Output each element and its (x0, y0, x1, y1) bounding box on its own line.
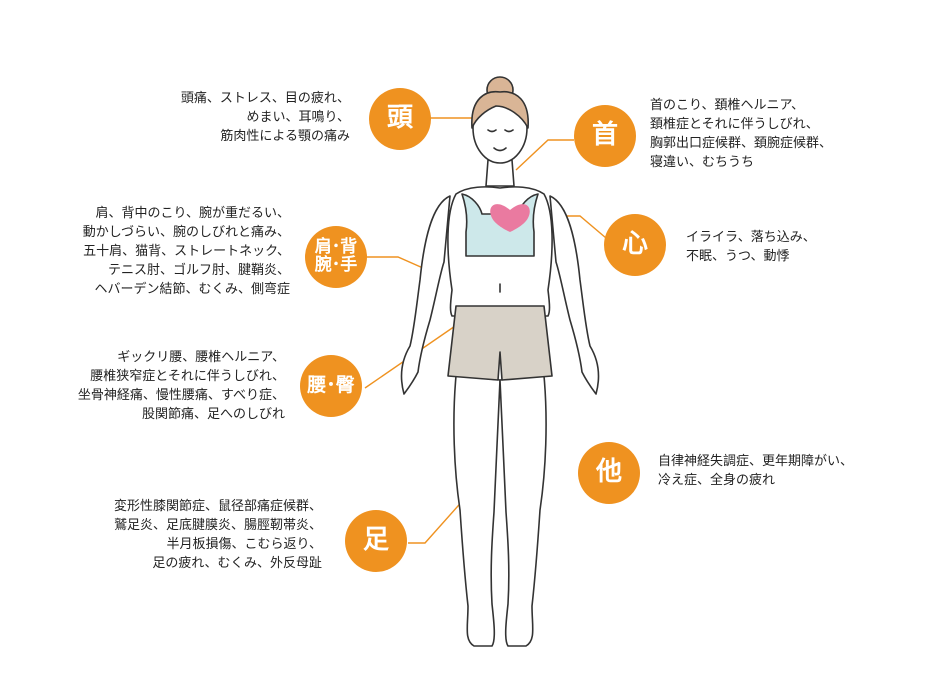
badge-shoulder-line1: 肩･背 (314, 237, 358, 258)
neck-shape (485, 159, 515, 187)
right-leg (499, 375, 547, 647)
badge-shoulder: 肩･背 腕･手 (305, 226, 367, 288)
other-symptom-line: 冷え症、全身の疲れ (658, 473, 776, 488)
badge-leg: 足 (345, 510, 407, 572)
connector-leg (408, 496, 467, 544)
connector-neck (515, 139, 574, 171)
shoulder-symptom-line: テニス肘、ゴルフ肘、腱鞘炎、 (107, 263, 290, 278)
leg-symptom-line: 変形性膝関節症、鼠径部痛症候群、 (113, 499, 322, 514)
head-symptom-line: めまい、耳鳴り、 (246, 110, 350, 125)
shoulder-symptom-line: 動かしづらい、腕のしびれと痛み、 (82, 225, 290, 240)
leg-symptoms: 変形性膝関節症、鼠径部痛症候群、 鷲足炎、足底腱膜炎、腸脛靭帯炎、 半月板損傷、… (114, 497, 322, 573)
badge-neck: 首 (574, 105, 636, 167)
heart-symptoms: イライラ、落ち込み、 不眠、うつ、動悸 (686, 228, 816, 266)
heart-symptom-line: イライラ、落ち込み、 (686, 230, 816, 245)
badge-other: 他 (578, 442, 640, 504)
neck-symptom-line: 寝違い、むちうち (650, 155, 755, 170)
heart-shape (490, 204, 530, 232)
left-arm (400, 195, 451, 395)
badge-waist: 腰･臀 (300, 355, 362, 417)
badge-shoulder-line2: 腕･手 (314, 255, 358, 275)
shoulder-symptom-line: 肩、背中のこり、腕が重だるい、 (95, 206, 290, 221)
shoulder-symptom-line: ヘバーデン結節、むくみ、側弯症 (94, 282, 290, 297)
figure-body (400, 76, 600, 647)
shoulder-symptom-line: 五十肩、猫背、ストレートネック、 (83, 244, 290, 259)
waist-symptom-line: 腰椎狭窄症とそれに伴うしびれ、 (90, 369, 285, 384)
neck-symptom-line: 首のこり、頚椎ヘルニア、 (650, 98, 805, 113)
shorts (447, 305, 553, 381)
waist-symptom-line: 坐骨神経痛、慢性腰痛、すべり症、 (77, 388, 285, 403)
neck-symptoms: 首のこり、頚椎ヘルニア、 頚椎症とそれに伴うしびれ、 胸郭出口症候群、頚腕症候群… (650, 96, 832, 172)
shoulder-symptoms: 肩、背中のこり、腕が重だるい、 動かしづらい、腕のしびれと痛み、 五十肩、猫背、… (83, 204, 290, 299)
neck-symptom-line: 頚椎症とそれに伴うしびれ、 (650, 117, 819, 132)
leg-symptom-line: 半月板損傷、こむら返り、 (166, 537, 322, 552)
badge-head: 頭 (369, 88, 431, 150)
heart-symptom-line: 不眠、うつ、動悸 (686, 249, 790, 264)
waist-symptom-line: ギックリ腰、腰椎ヘルニア、 (117, 350, 285, 365)
leg-symptom-line: 足の疲れ、むくみ、外反母趾 (152, 556, 322, 571)
waist-symptom-line: 股関節痛、足へのしびれ (141, 407, 285, 422)
head-symptom-line: 筋肉性による顎の痛み (220, 129, 350, 144)
badge-heart: 心 (604, 214, 666, 276)
leg-symptom-line: 鷲足炎、足底腱膜炎、腸脛靭帯炎、 (113, 518, 322, 533)
neck-symptom-line: 胸郭出口症候群、頚腕症候群、 (650, 136, 833, 151)
other-symptom-line: 自律神経失調症、更年期障がい、 (658, 454, 854, 469)
connector-shoulder (360, 256, 433, 273)
head-symptoms: 頭痛、ストレス、目の疲れ、 めまい、耳鳴り、 筋肉性による顎の痛み (181, 89, 350, 146)
head-symptom-line: 頭痛、ストレス、目の疲れ、 (180, 91, 350, 106)
other-symptoms: 自律神経失調症、更年期障がい、 冷え症、全身の疲れ (658, 452, 853, 490)
waist-symptoms: ギックリ腰、腰椎ヘルニア、 腰椎狭窄症とそれに伴うしびれ、 坐骨神経痛、慢性腰痛… (78, 348, 285, 424)
right-arm (549, 195, 600, 395)
hair (471, 90, 529, 129)
left-leg (453, 375, 501, 647)
